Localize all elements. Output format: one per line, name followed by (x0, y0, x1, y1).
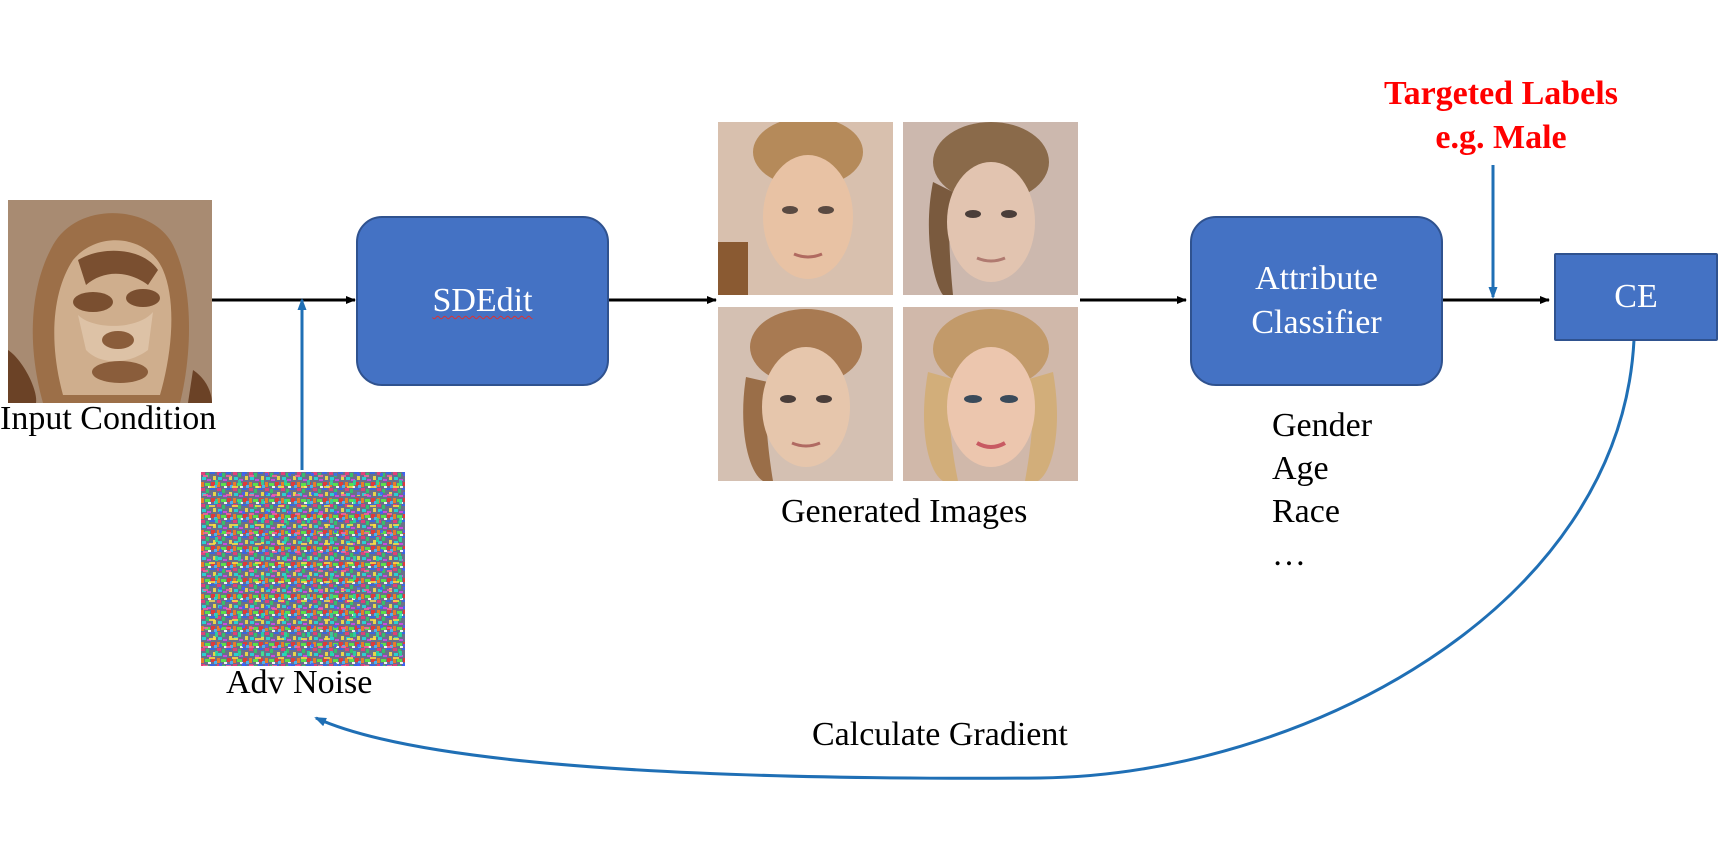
attribute-classifier-line2: Classifier (1251, 304, 1382, 341)
calculate-gradient-label: Calculate Gradient (812, 716, 1068, 753)
adv-noise-label: Adv Noise (226, 664, 373, 701)
attribute-classifier-box: Attribute Classifier (1190, 216, 1443, 386)
ce-label: CE (1614, 278, 1658, 315)
input-condition-image (8, 200, 212, 403)
attribute-item: Race (1272, 493, 1340, 530)
input-condition-label: Input Condition (0, 400, 217, 437)
generated-face-2 (903, 122, 1078, 295)
attribute-list: Gender Age Race … (1272, 404, 1372, 576)
targeted-labels-line2: e.g. Male (1435, 119, 1567, 156)
attribute-item: Age (1272, 450, 1329, 487)
attribute-item: … (1272, 536, 1306, 573)
adv-noise-image (201, 472, 405, 666)
sdedit-box: SDEdit (356, 216, 609, 386)
generated-face-3 (718, 307, 893, 481)
targeted-labels-text: Targeted Labels e.g. Male (1360, 72, 1642, 160)
attribute-classifier-line1: Attribute (1255, 260, 1378, 297)
generated-images-label: Generated Images (781, 493, 1028, 530)
arrow-gradient-feedback (314, 339, 1636, 780)
sdedit-label: SDEdit (432, 282, 533, 319)
generated-face-1 (718, 122, 893, 295)
generated-face-4 (903, 307, 1078, 481)
attribute-item: Gender (1272, 407, 1373, 444)
ce-box: CE (1554, 253, 1718, 341)
targeted-labels-line1: Targeted Labels (1384, 75, 1618, 112)
